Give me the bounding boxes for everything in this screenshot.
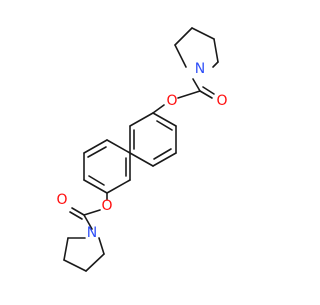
molecule-structure: N O O O O N <box>56 27 228 272</box>
carbamate-group-top <box>152 78 215 114</box>
carbamate-group-bottom <box>69 192 108 230</box>
structure-canvas: N O O O O N <box>56 27 228 272</box>
naphthalene-core <box>83 112 177 194</box>
pyrrolidine-ring-bottom <box>63 237 105 272</box>
atom-label-nitrogen-bottom: N <box>87 225 97 241</box>
atom-label-oxygen-ester-top: O <box>166 93 177 109</box>
atom-label-oxygen-carbonyl-bottom: O <box>56 192 67 208</box>
pyrrolidine-ring-top <box>174 27 219 68</box>
atom-label-nitrogen-top: N <box>195 61 205 77</box>
atom-label-oxygen-ester-bottom: O <box>101 198 112 214</box>
atom-label-oxygen-carbonyl-top: O <box>216 93 227 109</box>
